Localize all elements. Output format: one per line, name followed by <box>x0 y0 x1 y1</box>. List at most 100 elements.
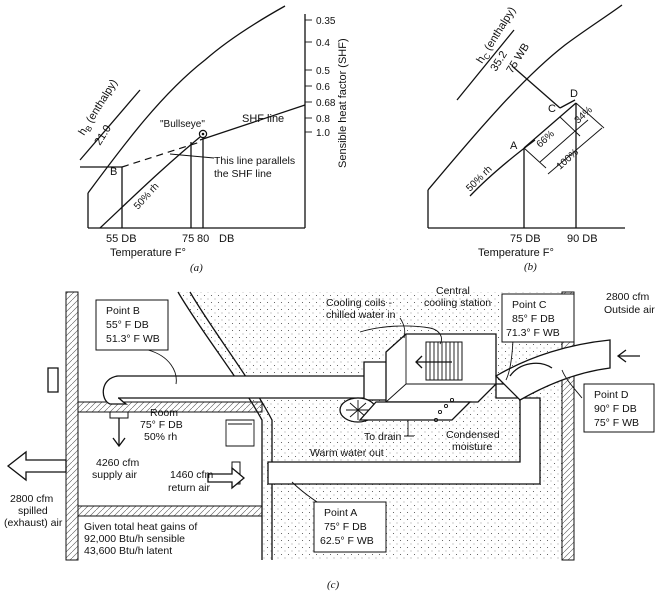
x-label-75-b: 75 DB <box>510 233 541 245</box>
caption-c: (c) <box>327 579 340 591</box>
supply-duct <box>109 375 381 399</box>
shf-line <box>199 104 306 141</box>
shf-tick-5: 0.8 <box>316 114 330 125</box>
ceiling-slab <box>77 401 263 413</box>
shf-tick-1: 0.4 <box>316 38 330 49</box>
shf-tick-6: 1.0 <box>316 128 330 139</box>
supply-arrow <box>112 418 126 448</box>
exhaust-arrow <box>6 450 67 482</box>
drain-pipe <box>404 420 414 437</box>
outside-air-arrow <box>616 349 640 363</box>
floor-slab <box>77 505 263 517</box>
svg-text:55° F DB: 55° F DB <box>106 319 149 331</box>
cooling-coils-label-1: Cooling coils - <box>326 297 392 309</box>
caption-b: (b) <box>524 261 537 273</box>
svg-text:75° F WB: 75° F WB <box>594 417 639 429</box>
point-a-box: Point A 75° F DB 62.5° F WB <box>313 501 387 553</box>
spilled-label: spilled <box>18 505 48 517</box>
drain-pan <box>358 401 472 421</box>
svg-text:71.3° F WB: 71.3° F WB <box>506 327 560 339</box>
x-label-80: 80 <box>197 233 209 245</box>
warm-water-label: Warm water out <box>310 447 384 459</box>
roof-curve <box>177 291 263 560</box>
parallel-note-1: This line parallels <box>214 155 295 167</box>
panel-b-chart: hC (enthalpy) 35.2 75 WB 50% rh A C D 66… <box>427 4 625 273</box>
point-b-label-a: B <box>110 166 117 178</box>
dim-100 <box>547 127 603 175</box>
bullseye-label: "Bullseye" <box>160 119 205 130</box>
x-label-75: 75 <box>182 233 194 245</box>
pct-100: 100% <box>555 147 581 172</box>
leader-point-d <box>561 369 583 399</box>
shf-tick-4: 0.68 <box>316 98 336 109</box>
enthalpy-line-b <box>456 29 515 101</box>
room-label-3: 50% rh <box>144 431 177 443</box>
dim-ext-1 <box>523 147 547 169</box>
rh-label-b: 50% rh <box>464 164 494 194</box>
dim-66 <box>539 131 575 163</box>
rh-curve-b <box>469 139 536 197</box>
roof-curve-inner <box>189 291 273 560</box>
leader-cooling-coils <box>399 317 406 339</box>
svg-text:Point D: Point D <box>594 389 629 401</box>
point-a-label-b: A <box>510 140 518 152</box>
leader-point-c <box>505 339 514 381</box>
supply-register <box>109 411 129 419</box>
caption-a: (a) <box>190 262 203 274</box>
return-duct <box>267 397 541 485</box>
x-title-a: Temperature F° <box>110 247 186 259</box>
room-door <box>225 419 255 447</box>
shf-ticks <box>305 19 312 133</box>
pct-66: 66% <box>535 129 557 151</box>
d-connector <box>559 99 576 109</box>
svg-text:Point B: Point B <box>106 305 140 317</box>
fan-icon <box>346 400 370 420</box>
enthalpy-line-a <box>79 89 141 161</box>
enthalpy-value-a: 21.0 <box>92 123 114 148</box>
supply-drop <box>102 375 129 405</box>
parallel-note-leader <box>169 153 215 159</box>
condensed-label-2: moisture <box>452 441 492 453</box>
drain-label: To drain <box>364 431 402 443</box>
dim-34 <box>573 119 589 133</box>
mixing-line <box>523 102 577 149</box>
condensed-label-1: Condensed <box>446 429 500 441</box>
room-label-2: 75° F DB <box>140 419 183 431</box>
spilled-exhaust: (exhaust) air <box>4 517 63 529</box>
wb-line-b <box>511 65 561 109</box>
rh-label-a: 50% rh <box>132 181 161 212</box>
room-label-1: Room <box>150 407 178 419</box>
outside-air-cfm: 2800 cfm <box>606 291 649 303</box>
wb-label-b: 75 WB <box>504 41 532 75</box>
window <box>47 367 59 393</box>
x-label-55: 55 DB <box>106 233 137 245</box>
parallel-note-2: the SHF line <box>214 168 272 180</box>
outside-air-duct <box>494 339 611 401</box>
panel-a-chart: 0.35 0.4 0.5 0.6 0.68 0.8 1.0 Sensible h… <box>76 5 349 274</box>
svg-text:Point C: Point C <box>512 299 547 311</box>
shf-axis-title: Sensible heat factor (SHF) <box>337 38 349 168</box>
svg-text:51.3° F WB: 51.3° F WB <box>106 333 160 345</box>
parallel-dash-line <box>121 141 201 168</box>
svg-text:85° F DB: 85° F DB <box>512 313 555 325</box>
cooling-station-edges <box>385 334 496 403</box>
panel-c-building: Point B 55° F DB 51.3° F WB Point C 85° … <box>4 285 655 591</box>
coil-airflow-arrow <box>415 355 452 369</box>
spilled-cfm: 2800 cfm <box>10 493 53 505</box>
heat-gains-2: 92,000 Btu/h sensible <box>84 533 185 545</box>
outside-air-label: Outside air <box>604 304 655 316</box>
shf-line-label: SHF line <box>242 113 284 125</box>
point-c-box: Point C 85° F DB 71.3° F WB <box>501 293 575 343</box>
point-c-label-b: C <box>548 103 556 115</box>
point-d-label-b: D <box>570 88 578 100</box>
dim-ext-2 <box>575 102 605 129</box>
supply-label: supply air <box>92 469 137 481</box>
bullseye-center <box>201 132 205 136</box>
return-arrow <box>207 466 246 490</box>
rh-curve-a <box>99 131 207 229</box>
central-label-1: Central <box>436 285 470 297</box>
heat-gains-1: Given total heat gains of <box>84 521 197 533</box>
dim-ext-3 <box>559 116 581 137</box>
